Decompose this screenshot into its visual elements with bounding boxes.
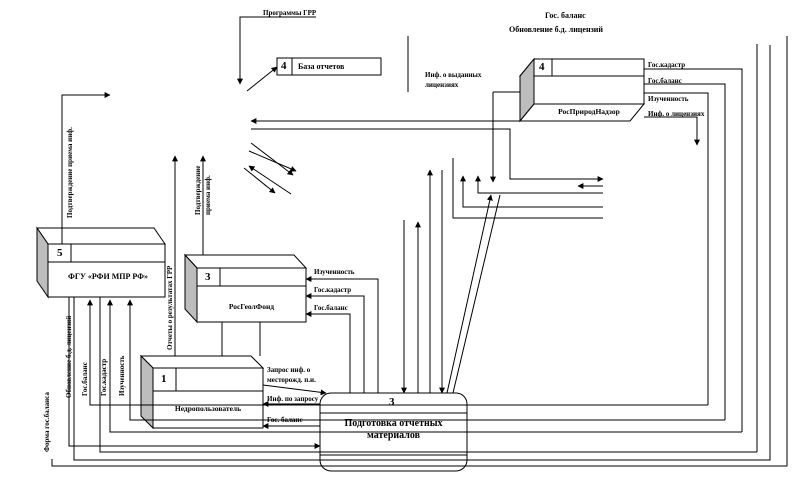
label-license-update-top: Обновление б.д. лицензий [509, 25, 604, 34]
label-rg-izuch: Изученность [314, 268, 355, 276]
label-gos-balance-top: Гос. баланс [545, 11, 586, 20]
process-name: Подготовка отчетных материалов [344, 418, 443, 441]
rosgeolfond-name: РосГеолФонд [228, 302, 275, 311]
flow-to-reports-db [246, 66, 278, 92]
reports-db-number: 4 [281, 60, 287, 72]
label-v-izuch: Изученность [118, 355, 126, 396]
label-rp-izuch: Изученность [648, 95, 689, 103]
fgu-name: ФГУ «РФИ МПР РФ» [68, 272, 148, 281]
process-number: 3 [389, 396, 395, 408]
entity-nedro-box [139, 354, 265, 430]
label-v-confirm-inf2-1: Подтверждение [194, 165, 202, 215]
label-v-form-balance: Форма гос.баланса [43, 392, 51, 452]
nedro-name: Недропользователь [174, 404, 242, 413]
flow-programs-grr [237, 16, 316, 85]
label-nd-gos-balance: Гос. баланс [267, 416, 303, 424]
nedro-number: 1 [161, 373, 167, 385]
label-inf-licenses-1: Инф. о выданных [425, 71, 482, 79]
entity-fgu-box [36, 226, 166, 299]
flow-rosgeolfond [172, 155, 379, 393]
label-nd-request-2: месторожд. п.и. [267, 376, 316, 384]
fgu-number: 5 [57, 247, 63, 259]
label-v-reports-results: Отчеты о результатах ГРР [166, 265, 174, 350]
flow-outer-frames [51, 36, 788, 467]
label-rg-balance: Гос.баланс [314, 304, 348, 312]
reports-db-store [276, 57, 382, 76]
flow-nedro [262, 384, 327, 429]
flow-fgu-feeds [61, 92, 742, 449]
label-v-confirm-inf: Подтверждение приема инф. [66, 127, 74, 218]
label-rg-kadastr: Гос.кадастр [314, 286, 352, 294]
flow-into-process [401, 169, 501, 394]
label-nd-inf-request: Инф. по запросу [267, 395, 319, 403]
label-rp-balance: Гос.баланс [648, 77, 682, 85]
flow-rospriroda [407, 36, 743, 432]
entity-rosgeolfond-box [183, 253, 308, 324]
entity-rospriroda-box [518, 57, 646, 123]
label-v-confirm-inf2-2: приема инф. [204, 175, 212, 215]
rospriroda-number: 4 [539, 61, 545, 73]
label-inf-licenses-2: лицензиях [425, 81, 459, 89]
label-rp-kadastr: Гос.кадастр [648, 61, 686, 69]
rosgeolfond-number: 3 [205, 271, 211, 283]
label-v-update-license: Обновление б.д. лицензий [65, 315, 73, 398]
flow-upper-middle [243, 44, 758, 452]
rospriroda-name: РосПриродНадзор [558, 107, 620, 116]
label-nd-request-1: Запрос инф. о [267, 366, 311, 374]
reports-db-name: База отчетов [298, 62, 345, 71]
label-v-gos-kadastr: Гос.кадастр [100, 358, 108, 396]
label-programs-grr: Программы ГРР [263, 9, 317, 17]
label-rp-inf-lic: Инф. о лицензиях [648, 110, 705, 118]
label-v-gos-balance: Гос.баланс [81, 362, 89, 396]
